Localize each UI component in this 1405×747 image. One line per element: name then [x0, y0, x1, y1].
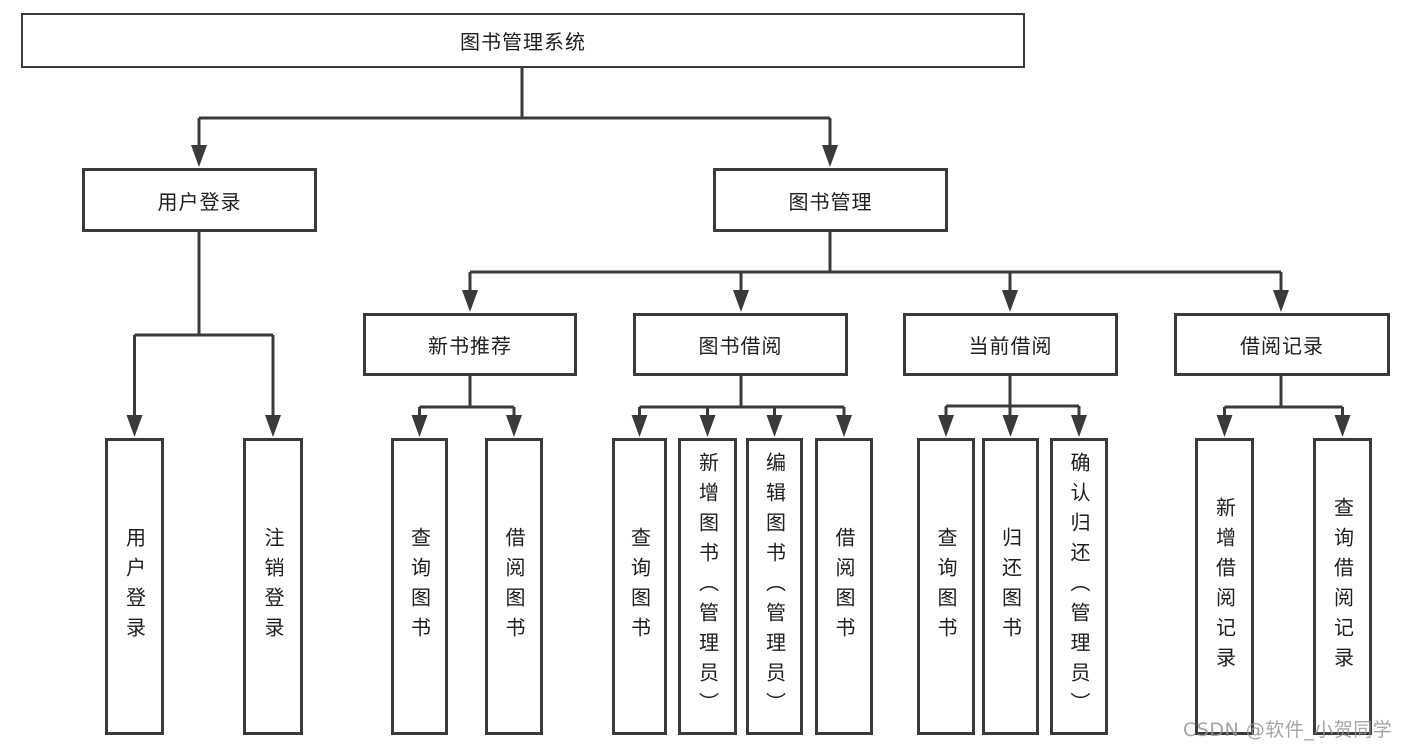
leaf-return-books: 归还图书 — [982, 438, 1039, 735]
leaf-query-books-1: 查询图书 — [391, 438, 448, 735]
leaf-query-borrow-record: 查询借阅记录 — [1313, 438, 1372, 735]
leaf-borrow-books-2: 借阅图书 — [815, 438, 873, 735]
leaf-user-login: 用户登录 — [105, 438, 164, 735]
arrowheads — [126, 145, 1351, 437]
node-borrow-records: 借阅记录 — [1174, 313, 1390, 376]
node-root-system: 图书管理系统 — [21, 13, 1025, 68]
node-current-borrow: 当前借阅 — [903, 313, 1118, 376]
leaf-add-books-admin: 新增图书（管理员） — [678, 438, 737, 735]
leaf-query-books-2: 查询图书 — [612, 438, 667, 735]
leaf-edit-books-admin: 编辑图书（管理员） — [746, 438, 803, 735]
csdn-watermark: CSDN @软件_小贺同学 — [1183, 719, 1393, 741]
node-book-management: 图书管理 — [713, 168, 948, 232]
leaf-borrow-books-1: 借阅图书 — [485, 438, 543, 735]
node-book-borrow: 图书借阅 — [633, 313, 848, 376]
leaf-add-borrow-record: 新增借阅记录 — [1195, 438, 1254, 735]
leaf-query-books-3: 查询图书 — [917, 438, 975, 735]
leaf-confirm-return-admin: 确认归还（管理员） — [1050, 438, 1108, 735]
node-user-login: 用户登录 — [82, 168, 317, 232]
node-new-book-recommend: 新书推荐 — [363, 313, 577, 376]
leaf-logout: 注销登录 — [243, 438, 303, 735]
